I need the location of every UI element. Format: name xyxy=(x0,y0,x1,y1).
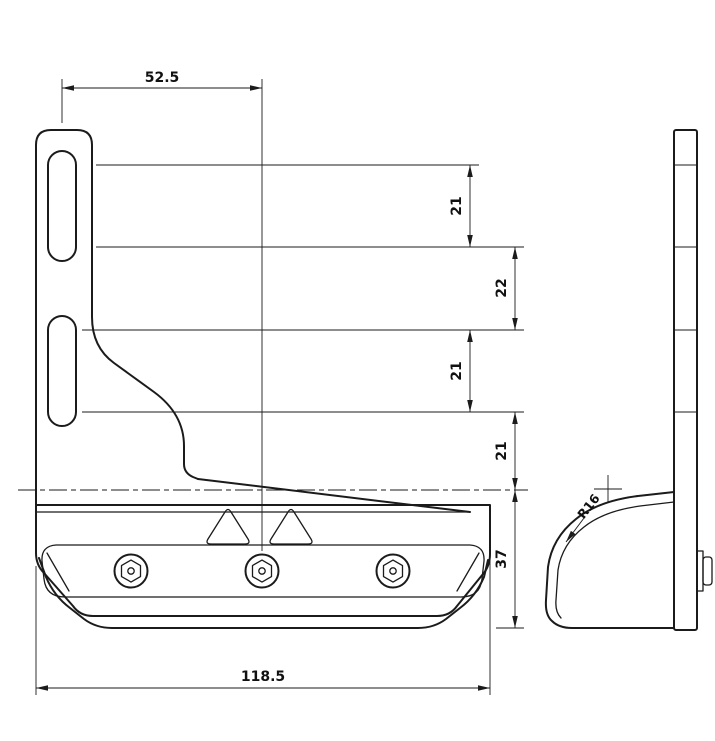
dim-slot-spacing: 22 xyxy=(82,247,524,331)
dim-bend-radius: R16 xyxy=(565,491,603,543)
dim-label-top-width: 52.5 xyxy=(145,70,180,86)
slot-upper xyxy=(47,150,77,262)
dim-label-slot-spacing: 22 xyxy=(494,278,510,297)
bend-hint-left xyxy=(46,552,70,592)
arm-outline xyxy=(35,129,199,507)
bolt-hex xyxy=(382,559,404,583)
dim-slot-to-centerline: 21 xyxy=(494,412,518,490)
dim-label-slot-to-centerline: 21 xyxy=(494,441,510,460)
bolt-washer xyxy=(244,553,280,589)
side-foot-outline xyxy=(544,491,675,629)
side-view xyxy=(544,129,713,631)
bolt-center-hole xyxy=(258,567,266,575)
side-bolt xyxy=(696,550,713,592)
gusset-left xyxy=(206,508,250,545)
bolt-middle xyxy=(244,553,280,589)
web-diagonal-line xyxy=(197,478,471,513)
dim-label-centerline-to-bottom: 37 xyxy=(494,549,510,568)
center-mark xyxy=(594,475,622,503)
base-bottom-outer-contour xyxy=(38,557,489,629)
bolt-hex xyxy=(120,559,142,583)
dim-lower-slot-length: 21 xyxy=(82,330,524,413)
dim-label-lower-slot-length: 21 xyxy=(449,361,465,380)
dim-centerline-to-bottom: 37 xyxy=(494,490,524,629)
side-bolt-head xyxy=(702,556,713,586)
dim-label-upper-slot-length: 21 xyxy=(449,196,465,215)
gusset-right xyxy=(269,508,313,545)
dimensions: 52.5 21 22 21 21 xyxy=(35,70,603,695)
front-view xyxy=(35,129,491,629)
bolt-washer xyxy=(375,553,411,589)
leader-line xyxy=(565,517,585,543)
bolt-right xyxy=(375,553,411,589)
bolt-washer xyxy=(113,553,149,589)
bolt-left xyxy=(113,553,149,589)
bend-hint-right xyxy=(456,552,480,592)
side-foot-inner-line xyxy=(555,501,675,619)
slot-lower xyxy=(47,315,77,427)
base-outline xyxy=(35,504,491,617)
dim-upper-slot-length: 21 xyxy=(96,164,524,248)
dim-top-width: 52.5 xyxy=(61,70,263,551)
dim-overall-width: 118.5 xyxy=(35,560,491,695)
bolt-hex xyxy=(251,559,273,583)
side-plate xyxy=(673,129,698,631)
clamp-bar-outline xyxy=(41,544,485,598)
bolt-center-hole xyxy=(127,567,135,575)
bolt-center-hole xyxy=(389,567,397,575)
dim-label-overall-width: 118.5 xyxy=(241,669,285,685)
